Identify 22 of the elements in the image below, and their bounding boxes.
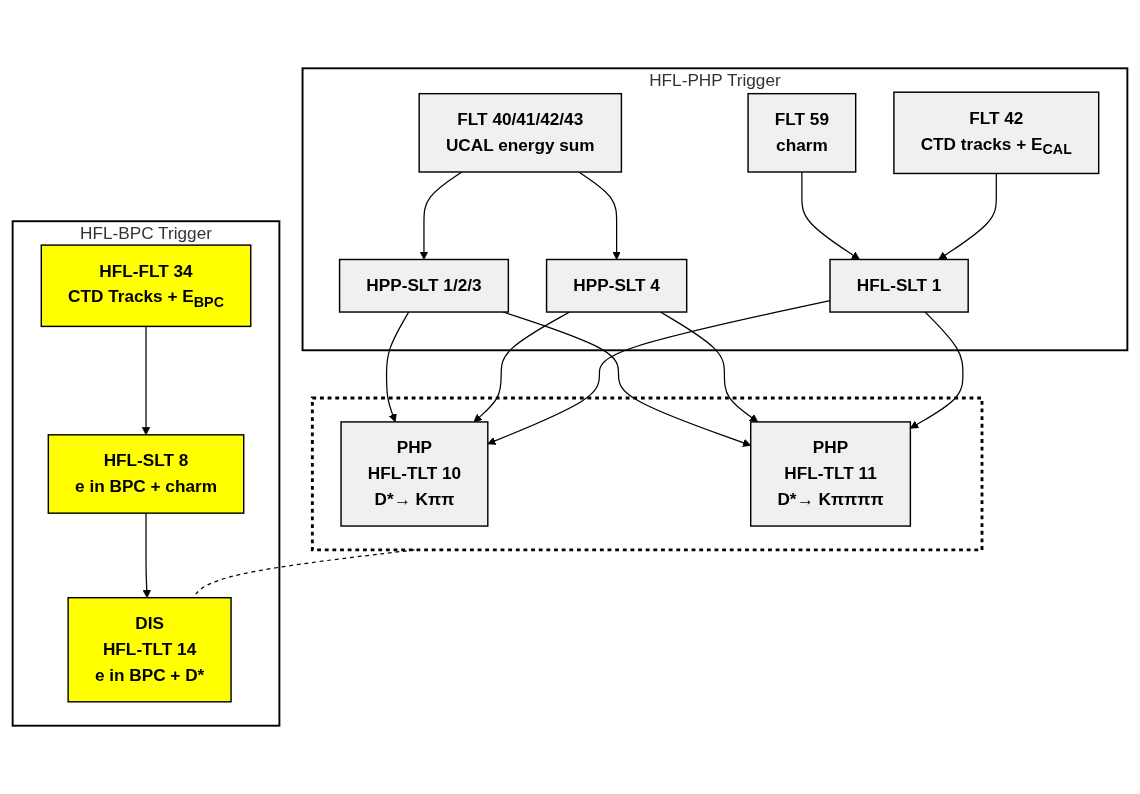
node-box: HPP-SLT 4 <box>545 258 688 313</box>
arrow <box>487 300 831 445</box>
arrow <box>141 325 151 436</box>
node-box: HFL-FLT 34 CTD Tracks + E$_{BPC}$ <box>40 244 252 328</box>
arrow <box>938 172 997 260</box>
arrow <box>142 512 151 599</box>
node-box: FLT 59 charm <box>747 92 857 173</box>
node-box: DIS HFL-TLT 14 e in BPC + D* <box>67 596 232 703</box>
arrow <box>910 311 964 429</box>
arrow <box>578 171 621 260</box>
cluster <box>310 396 984 552</box>
node-box: HFL-SLT 1 <box>829 258 969 313</box>
arrow <box>659 311 759 423</box>
node-box: PHP HFL-TLT 10 D*→ Kππ <box>340 421 489 527</box>
node-box: FLT 42 CTD tracks + E$_{CAL}$ <box>893 91 1100 175</box>
node-box: PHP HFL-TLT 11 D*→ Kππππ <box>750 421 912 527</box>
node-box: HPP-SLT 1/2/3 <box>338 258 510 313</box>
node-box: FLT 40/41/42/43 UCAL energy sum <box>418 92 623 173</box>
arrow <box>419 171 463 260</box>
arrow <box>801 171 860 260</box>
node-box: HFL-SLT 8 e in BPC + charm <box>47 434 245 514</box>
arrow <box>385 311 410 423</box>
